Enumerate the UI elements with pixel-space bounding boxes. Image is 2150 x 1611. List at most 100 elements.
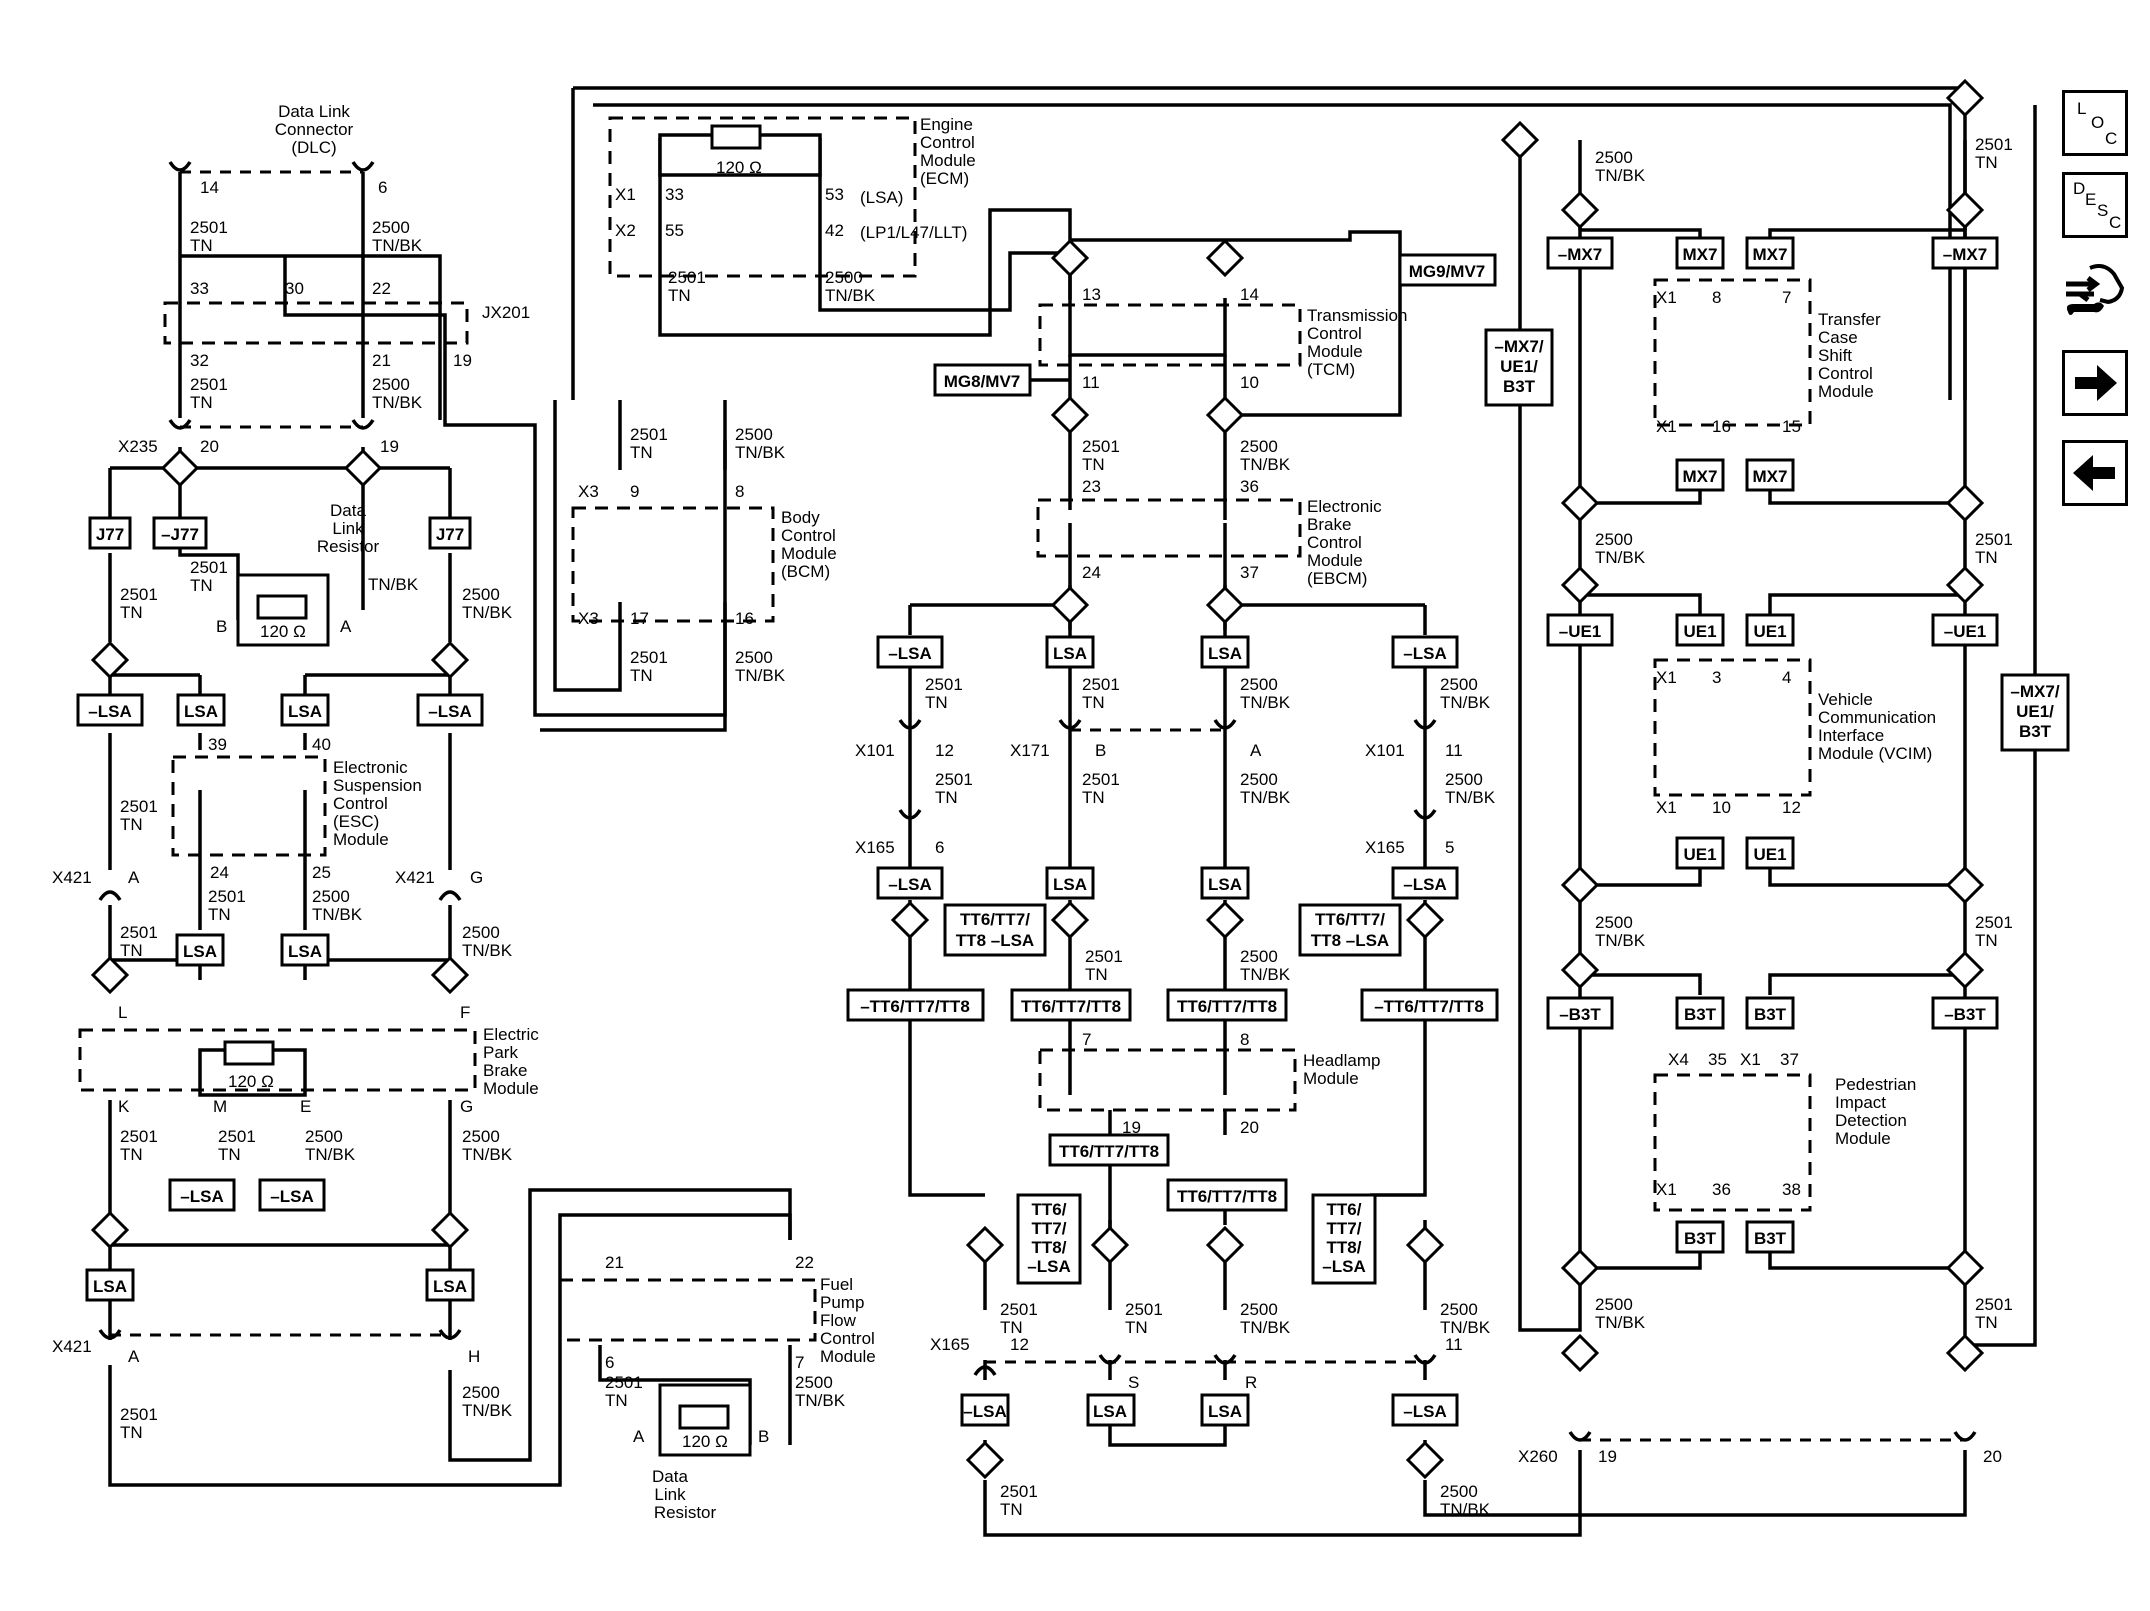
svg-text:2500: 2500 <box>312 887 350 906</box>
location-button[interactable]: L O C <box>2062 90 2128 156</box>
svg-text:2501: 2501 <box>120 923 158 942</box>
svg-text:–TT6/TT7/TT8: –TT6/TT7/TT8 <box>1374 997 1484 1016</box>
svg-text:(ECM): (ECM) <box>920 169 969 188</box>
svg-text:Case: Case <box>1818 328 1858 347</box>
svg-text:–LSA: –LSA <box>888 644 931 663</box>
svg-text:10: 10 <box>1712 798 1731 817</box>
svg-text:Connector: Connector <box>275 120 354 139</box>
svg-text:Pump: Pump <box>820 1293 864 1312</box>
svg-text:LSA: LSA <box>433 1277 467 1296</box>
svg-text:2500: 2500 <box>1240 770 1278 789</box>
svg-text:11: 11 <box>1445 741 1463 760</box>
svg-text:TN: TN <box>120 815 143 834</box>
service-tools-icon[interactable] <box>2060 260 2130 330</box>
svg-text:21: 21 <box>605 1253 624 1272</box>
svg-text:2500: 2500 <box>462 585 500 604</box>
svg-text:TN/BK: TN/BK <box>1595 166 1646 185</box>
svg-text:2500: 2500 <box>462 1383 500 1402</box>
svg-text:TN/BK: TN/BK <box>1440 693 1491 712</box>
svg-text:20: 20 <box>200 437 219 456</box>
svg-text:Module: Module <box>333 830 389 849</box>
svg-text:25: 25 <box>312 863 331 882</box>
svg-text:(TCM): (TCM) <box>1307 360 1355 379</box>
svg-text:2501: 2501 <box>218 1127 256 1146</box>
svg-text:G: G <box>470 868 483 887</box>
svg-text:22: 22 <box>372 279 391 298</box>
svg-text:Module: Module <box>1818 382 1874 401</box>
svg-text:7: 7 <box>1082 1030 1091 1049</box>
svg-text:39: 39 <box>208 735 227 754</box>
svg-text:15: 15 <box>1782 417 1801 436</box>
svg-text:Link: Link <box>332 519 364 538</box>
svg-text:2500: 2500 <box>735 648 773 667</box>
svg-text:Module: Module <box>781 544 837 563</box>
svg-text:2500: 2500 <box>1595 1295 1633 1314</box>
epb-label: Electric <box>483 1025 539 1044</box>
svg-text:Resistor: Resistor <box>654 1503 717 1522</box>
dlr1-label: Data <box>330 501 366 520</box>
svg-text:37: 37 <box>1240 563 1259 582</box>
svg-text:UE1: UE1 <box>1683 845 1716 864</box>
resistor-dlr2 <box>678 1404 730 1430</box>
svg-text:TN/BK: TN/BK <box>462 603 513 622</box>
svg-text:A: A <box>128 1347 140 1366</box>
svg-text:(ESC): (ESC) <box>333 812 379 831</box>
svg-text:TN/BK: TN/BK <box>1595 548 1646 567</box>
svg-text:TN/BK: TN/BK <box>1595 1313 1646 1332</box>
svg-text:20: 20 <box>1240 1118 1259 1137</box>
svg-text:Module: Module <box>1835 1129 1891 1148</box>
ebcm-outline <box>1036 498 1302 558</box>
svg-text:Module: Module <box>920 151 976 170</box>
svg-text:10: 10 <box>1240 373 1259 392</box>
svg-text:36: 36 <box>1712 1180 1731 1199</box>
svg-text:X260: X260 <box>1518 1447 1558 1466</box>
svg-text:MG8/MV7: MG8/MV7 <box>944 372 1021 391</box>
svg-text:2501: 2501 <box>630 425 668 444</box>
svg-text:X1: X1 <box>1656 1180 1677 1199</box>
resistor-dlr2-value: 120 Ω <box>682 1432 728 1451</box>
svg-text:TT6/: TT6/ <box>1032 1200 1067 1219</box>
svg-text:TN/BK: TN/BK <box>372 393 423 412</box>
epb-outline <box>78 1028 477 1092</box>
svg-text:MG9/MV7: MG9/MV7 <box>1409 262 1486 281</box>
svg-text:X101: X101 <box>855 741 895 760</box>
ecm-outline <box>608 116 917 278</box>
svg-text:24: 24 <box>210 863 229 882</box>
svg-text:16: 16 <box>1712 417 1731 436</box>
next-page-button[interactable] <box>2062 350 2128 416</box>
svg-text:E: E <box>300 1097 311 1116</box>
svg-text:6: 6 <box>378 178 387 197</box>
description-button[interactable]: D E S C <box>2062 172 2128 238</box>
vcim-outline <box>1653 658 1812 797</box>
svg-text:X1: X1 <box>1656 417 1677 436</box>
svg-text:–UE1: –UE1 <box>1944 622 1987 641</box>
svg-text:TN: TN <box>120 1145 143 1164</box>
fpfc-outline <box>558 1278 817 1342</box>
svg-text:2500: 2500 <box>462 923 500 942</box>
svg-text:12: 12 <box>1010 1335 1029 1354</box>
svg-text:(DLC): (DLC) <box>291 138 336 157</box>
previous-page-button[interactable] <box>2062 440 2128 506</box>
module-outlines <box>78 116 1965 1442</box>
svg-text:X165: X165 <box>855 838 895 857</box>
svg-text:2501: 2501 <box>190 558 228 577</box>
svg-text:2500: 2500 <box>825 268 863 287</box>
svg-text:TN/BK: TN/BK <box>1240 788 1291 807</box>
svg-text:2501: 2501 <box>630 648 668 667</box>
svg-text:TN: TN <box>925 693 948 712</box>
svg-text:2501: 2501 <box>1082 770 1120 789</box>
svg-text:2500: 2500 <box>1445 770 1483 789</box>
svg-text:TN: TN <box>1000 1318 1023 1337</box>
arrow-right-icon <box>2075 365 2117 401</box>
svg-text:X165: X165 <box>930 1335 970 1354</box>
svg-text:Suspension: Suspension <box>333 776 422 795</box>
resistor-dlr1 <box>256 594 308 620</box>
svg-text:Link: Link <box>654 1485 686 1504</box>
svg-text:LSA: LSA <box>1053 875 1087 894</box>
svg-text:X1: X1 <box>1740 1050 1761 1069</box>
tcsc-label: Transfer <box>1818 310 1881 329</box>
svg-text:11: 11 <box>1445 1335 1463 1354</box>
svg-text:TN: TN <box>120 941 143 960</box>
svg-text:2501: 2501 <box>1082 675 1120 694</box>
svg-text:S: S <box>1128 1373 1139 1392</box>
